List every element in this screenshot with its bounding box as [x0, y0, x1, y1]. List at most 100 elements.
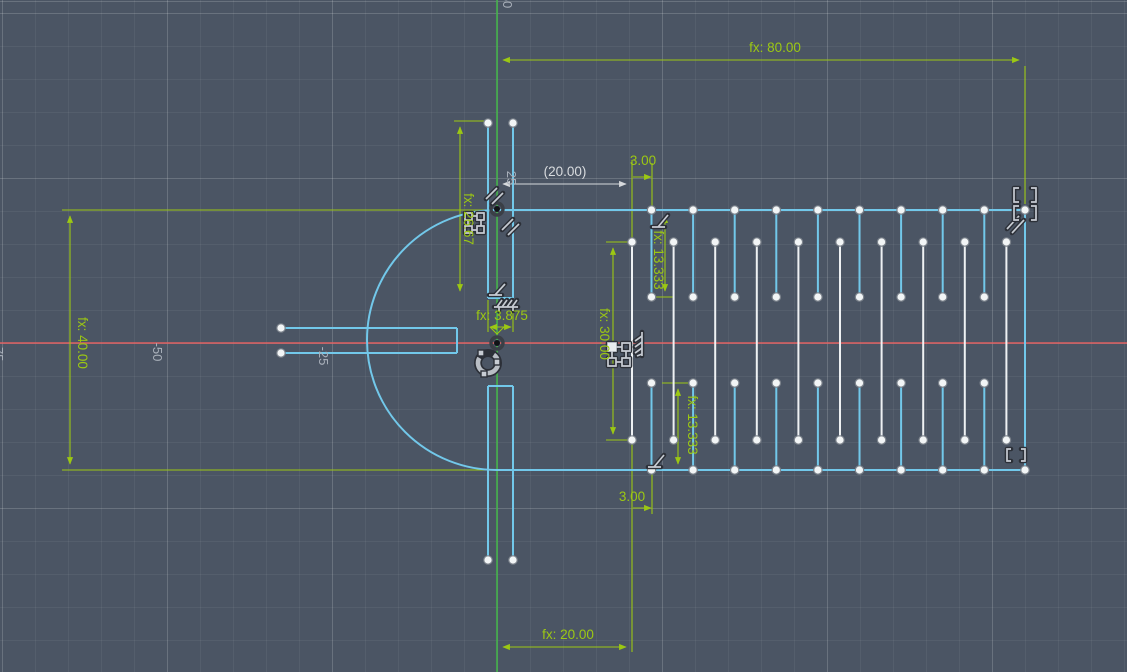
- vertex-point[interactable]: [937, 205, 948, 215]
- constraint-icons[interactable]: [462, 185, 1039, 470]
- parallel-icon[interactable]: [501, 218, 520, 236]
- vertex-point[interactable]: [729, 378, 740, 388]
- vertex-point[interactable]: [876, 237, 887, 247]
- vertex-point[interactable]: [646, 292, 657, 302]
- origin-points[interactable]: [489, 201, 505, 351]
- comb-lines[interactable]: [631, 210, 1008, 470]
- vertex-point[interactable]: [896, 205, 906, 215]
- coincident-bracket-icon[interactable]: [1006, 448, 1026, 462]
- vertex-point[interactable]: [276, 348, 286, 358]
- dim-label-slot-width[interactable]: fx: 3.875: [476, 308, 528, 323]
- rectangular-pattern-icon[interactable]: [464, 212, 485, 234]
- vertex-point[interactable]: [854, 465, 865, 475]
- vertex-point[interactable]: [896, 465, 906, 475]
- dimension-labels[interactable]: fx: 80.00 fx: 40.00 fx: 26.67 fx: 3.875 …: [75, 40, 801, 642]
- vertex-point[interactable]: [771, 205, 782, 215]
- vertex-point[interactable]: [646, 205, 657, 215]
- vertex-point[interactable]: [835, 435, 845, 445]
- pattern-grip-handle[interactable]: [608, 343, 616, 351]
- origin-point[interactable]: [494, 340, 500, 346]
- vertex-point[interactable]: [876, 435, 887, 445]
- vertex-point[interactable]: [1001, 237, 1012, 247]
- vertex-point[interactable]: [813, 465, 823, 475]
- vertex-points[interactable]: [276, 118, 1030, 565]
- vertex-point[interactable]: [896, 378, 906, 388]
- dim-label-driven-offset[interactable]: (20.00): [544, 164, 587, 179]
- vertex-point[interactable]: [729, 292, 740, 302]
- vertex-point[interactable]: [959, 435, 970, 445]
- origin-point[interactable]: [489, 335, 505, 351]
- dim-label-top-gap[interactable]: 3.00: [630, 153, 656, 168]
- vertex-point[interactable]: [896, 292, 906, 302]
- vertex-point[interactable]: [688, 465, 698, 475]
- vertex-point[interactable]: [959, 237, 970, 247]
- vertex-point[interactable]: [627, 435, 637, 445]
- vertex-point[interactable]: [751, 435, 762, 445]
- sketch-arc[interactable]: [366, 209, 498, 471]
- coincident-bracket-icon[interactable]: [1013, 187, 1037, 203]
- dim-label-rib-length[interactable]: fx: 30.00: [597, 308, 612, 360]
- sketch-point[interactable]: [489, 201, 505, 217]
- vertex-point[interactable]: [688, 292, 698, 302]
- vertex-point[interactable]: [854, 292, 865, 302]
- vertex-point[interactable]: [937, 378, 948, 388]
- perpendicular-icon[interactable]: [489, 283, 506, 296]
- vertex-point[interactable]: [854, 378, 865, 388]
- perpendicular-icon[interactable]: [648, 454, 665, 468]
- dimension-lines[interactable]: [62, 56, 1026, 652]
- vertex-point[interactable]: [751, 237, 762, 247]
- vertex-point[interactable]: [771, 292, 782, 302]
- vertex-point[interactable]: [918, 237, 928, 247]
- vertex-point[interactable]: [508, 555, 518, 565]
- vertex-point[interactable]: [937, 465, 948, 475]
- vertex-point[interactable]: [508, 118, 518, 128]
- vertex-point[interactable]: [979, 292, 990, 302]
- vertex-point[interactable]: [729, 205, 740, 215]
- coincident-bracket-icon[interactable]: [1004, 446, 1028, 464]
- vertex-point[interactable]: [688, 205, 698, 215]
- vertex-point[interactable]: [276, 323, 286, 333]
- dim-label-overall-width[interactable]: fx: 80.00: [749, 40, 801, 55]
- vertex-point[interactable]: [854, 205, 865, 215]
- dim-label-top-rib[interactable]: fx: 13.333: [651, 230, 666, 289]
- sketch-profile[interactable]: [281, 123, 1026, 560]
- vertex-point[interactable]: [1020, 205, 1030, 215]
- vertex-point[interactable]: [835, 237, 845, 247]
- fix-icon[interactable]: [634, 332, 643, 357]
- vertex-point[interactable]: [627, 237, 637, 247]
- vertex-point[interactable]: [813, 292, 823, 302]
- vertex-point[interactable]: [1001, 435, 1012, 445]
- circular-pattern-icon[interactable]: [474, 349, 502, 378]
- vertex-point[interactable]: [483, 555, 493, 565]
- sketch-point[interactable]: [494, 206, 500, 212]
- vertex-point[interactable]: [729, 465, 740, 475]
- vertex-point[interactable]: [793, 435, 804, 445]
- vertex-point[interactable]: [979, 378, 990, 388]
- vertex-point[interactable]: [688, 378, 698, 388]
- perpendicular-icon[interactable]: [652, 214, 669, 228]
- fix-icon[interactable]: [494, 299, 518, 311]
- vertex-point[interactable]: [646, 378, 657, 388]
- vertex-point[interactable]: [771, 378, 782, 388]
- vertex-point[interactable]: [771, 465, 782, 475]
- coincident-bracket-icon[interactable]: [1013, 205, 1037, 221]
- dim-label-bottom-offset[interactable]: fx: 20.00: [542, 627, 594, 642]
- vertex-point[interactable]: [1020, 465, 1030, 475]
- vertex-point[interactable]: [918, 435, 928, 445]
- vertex-point[interactable]: [979, 465, 990, 475]
- vertex-point[interactable]: [793, 237, 804, 247]
- dim-label-bottom-rib[interactable]: fx: 13.333: [685, 395, 700, 454]
- vertex-point[interactable]: [710, 237, 720, 247]
- vertex-point[interactable]: [813, 378, 823, 388]
- vertex-point[interactable]: [813, 205, 823, 215]
- vertex-point[interactable]: [668, 237, 679, 247]
- parallel-icon[interactable]: [485, 187, 504, 205]
- vertex-point[interactable]: [483, 118, 493, 128]
- vertex-point[interactable]: [937, 292, 948, 302]
- vertex-point[interactable]: [979, 205, 990, 215]
- dim-label-upper-slot[interactable]: fx: 26.67: [461, 193, 476, 245]
- vertex-point[interactable]: [668, 435, 679, 445]
- dim-label-overall-height[interactable]: fx: 40.00: [75, 317, 90, 369]
- vertex-point[interactable]: [710, 435, 720, 445]
